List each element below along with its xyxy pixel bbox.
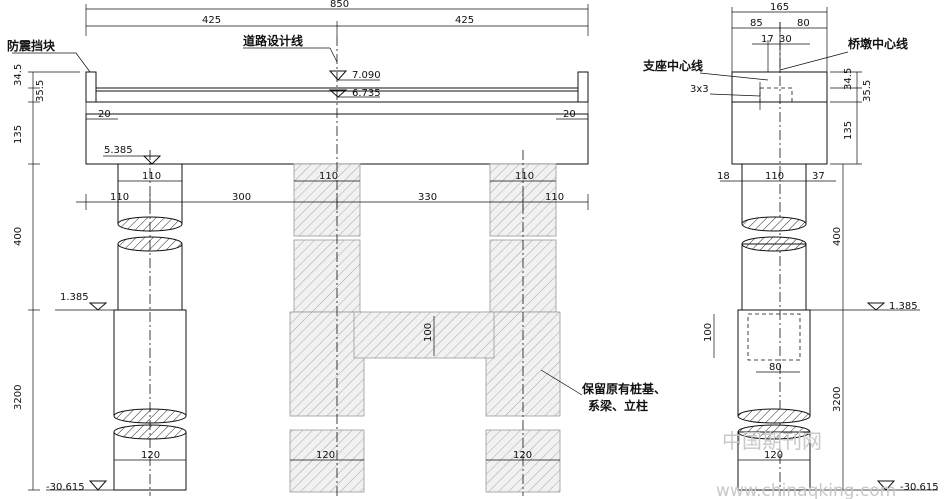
label-pier-center: 桥墩中心线 bbox=[848, 36, 908, 51]
retained-tie-beam bbox=[353, 311, 495, 359]
dim-span-300: 300 bbox=[232, 192, 251, 203]
dim-3200: 3200 bbox=[13, 385, 24, 410]
seismic-block-right bbox=[577, 71, 589, 103]
side-dim-total: 165 bbox=[770, 2, 789, 13]
dim-total-width: 850 bbox=[330, 0, 349, 10]
side-dim-17: 17 bbox=[761, 34, 774, 45]
dim-edge-110-left: 110 bbox=[110, 192, 129, 203]
side-dim-110: 110 bbox=[765, 171, 784, 182]
dim-pile-120-b: 120 bbox=[316, 450, 335, 461]
dim-400: 400 bbox=[13, 227, 24, 246]
elev-ground: 1.385 bbox=[60, 292, 89, 303]
side-dim-120: 120 bbox=[764, 450, 783, 461]
label-bearing-center: 支座中心线 bbox=[642, 58, 703, 73]
dim-half-left: 425 bbox=[202, 15, 221, 26]
side-view: 165 85 80 17 30 桥墩中心线 支座中心线 3x3 34.5 35.… bbox=[642, 2, 939, 496]
elev-top: 7.090 bbox=[352, 70, 381, 81]
dim-edge-110-right: 110 bbox=[545, 192, 564, 203]
watermark-url: www.chinaqking.com bbox=[716, 481, 896, 499]
side-dim-18: 18 bbox=[717, 171, 730, 182]
front-view: 850 425 425 防震挡块 道路设计线 7.090 6.735 20 20 bbox=[7, 0, 666, 496]
dim-col-110-b: 110 bbox=[319, 171, 338, 182]
label-3x3: 3x3 bbox=[690, 84, 709, 95]
label-retain-1: 保留原有桩基、 bbox=[581, 381, 666, 396]
elev-mid: 6.735 bbox=[352, 88, 381, 99]
side-dim-3200: 3200 bbox=[832, 387, 843, 412]
elev-cap-bottom: 5.385 bbox=[104, 145, 133, 156]
side-elev-bottom: -30.615 bbox=[900, 482, 939, 493]
dim-135: 135 bbox=[13, 125, 24, 144]
side-dim-80: 80 bbox=[769, 362, 782, 373]
side-dim-85: 85 bbox=[750, 18, 763, 29]
side-dim-80: 80 bbox=[797, 18, 810, 29]
left-column bbox=[113, 150, 187, 496]
side-dim-35-5: 35.5 bbox=[862, 80, 873, 102]
retained-column-middle bbox=[289, 163, 365, 493]
dim-20-left: 20 bbox=[98, 109, 111, 120]
side-dim-135: 135 bbox=[843, 121, 854, 140]
label-road-design-line: 道路设计线 bbox=[243, 33, 303, 48]
watermark-cn: 中国期刊网 bbox=[722, 429, 822, 453]
side-dim-400: 400 bbox=[832, 227, 843, 246]
dim-pile-120-a: 120 bbox=[141, 450, 160, 461]
dim-20-right: 20 bbox=[563, 109, 576, 120]
dim-35-5: 35.5 bbox=[35, 80, 46, 102]
elev-pile-bottom: -30.615 bbox=[46, 482, 85, 493]
side-dim-34-5: 34.5 bbox=[843, 68, 854, 90]
dim-col-110-a: 110 bbox=[142, 171, 161, 182]
dim-span-330: 330 bbox=[418, 192, 437, 203]
side-dim-37: 37 bbox=[812, 171, 825, 182]
label-retain-2: 系梁、立柱 bbox=[588, 398, 648, 413]
side-cap bbox=[731, 101, 828, 165]
seismic-block-left bbox=[85, 71, 97, 103]
side-dim-100: 100 bbox=[703, 323, 714, 342]
dim-tie-100: 100 bbox=[423, 323, 434, 342]
side-elev-ground: 1.385 bbox=[889, 301, 918, 312]
dim-half-right: 425 bbox=[455, 15, 474, 26]
label-seismic-block: 防震挡块 bbox=[7, 38, 56, 53]
side-dim-30: 30 bbox=[779, 34, 792, 45]
dim-col-110-c: 110 bbox=[515, 171, 534, 182]
dim-pile-120-c: 120 bbox=[513, 450, 532, 461]
dim-34-5: 34.5 bbox=[13, 64, 24, 86]
